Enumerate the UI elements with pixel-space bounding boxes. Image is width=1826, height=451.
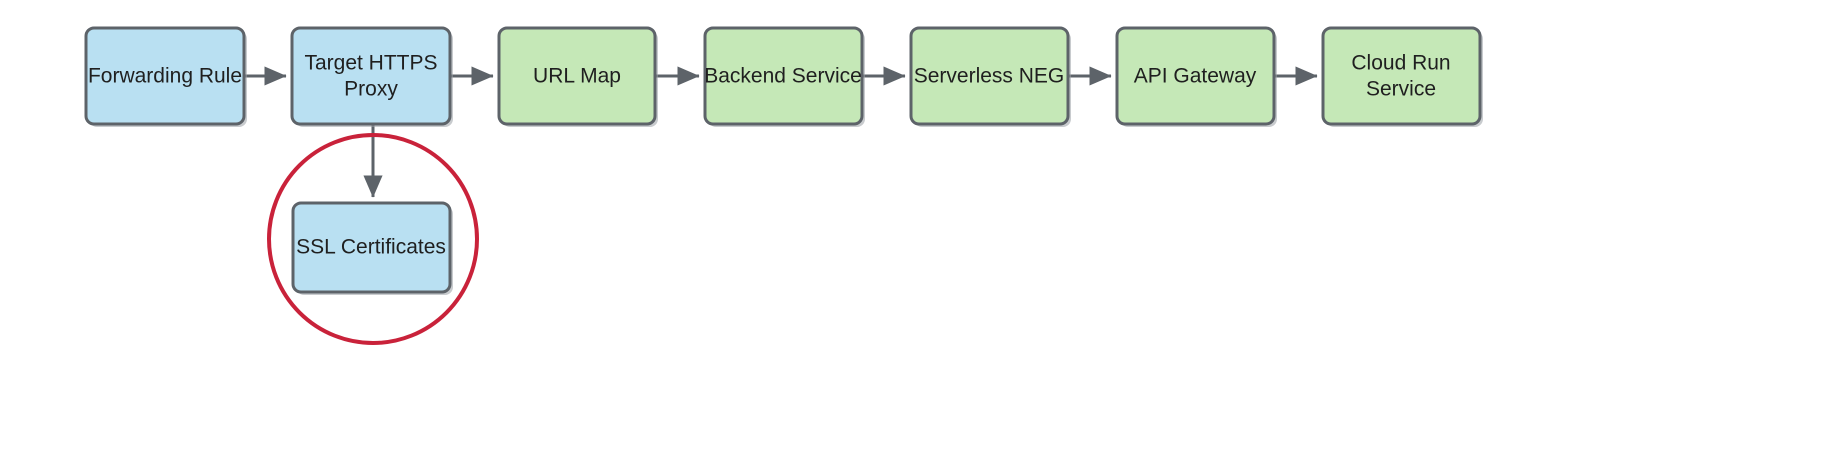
api-gateway-box[interactable] [1115, 26, 1276, 126]
node-target-https-proxy[interactable]: Target HTTPS Proxy [290, 26, 453, 127]
serverless-neg-box[interactable] [909, 26, 1070, 126]
node-api-gateway[interactable]: API Gateway [1115, 26, 1277, 127]
backend-service-label: Backend Service [704, 65, 862, 88]
target-https-proxy-label-line1: Target HTTPS [304, 52, 437, 75]
node-cloud-run-service[interactable]: Cloud Run Service [1321, 26, 1483, 127]
node-backend-service[interactable]: Backend Service [703, 26, 865, 127]
url-map-box[interactable] [497, 26, 657, 126]
target-https-proxy-label-line2: Proxy [344, 78, 398, 101]
ssl-certificates-box[interactable] [291, 201, 452, 294]
ssl-highlight-circle [267, 133, 479, 345]
cloud-run-service-box[interactable] [1321, 26, 1482, 126]
cloud-run-service-label-line2: Service [1366, 78, 1436, 101]
api-gateway-label: API Gateway [1134, 65, 1257, 88]
cloud-run-service-label-line1: Cloud Run [1351, 52, 1450, 75]
backend-service-box[interactable] [703, 26, 864, 126]
node-serverless-neg[interactable]: Serverless NEG [909, 26, 1071, 127]
serverless-neg-label: Serverless NEG [914, 65, 1065, 88]
forwarding-rule-box[interactable] [84, 26, 246, 126]
node-forwarding-rule[interactable]: Forwarding Rule [84, 26, 247, 127]
node-url-map[interactable]: URL Map [497, 26, 658, 127]
node-ssl-certificates[interactable]: SSL Certificates [291, 201, 453, 295]
url-map-label: URL Map [533, 65, 621, 88]
ssl-certificates-label: SSL Certificates [296, 236, 446, 259]
target-https-proxy-box[interactable] [290, 26, 452, 126]
forwarding-rule-label: Forwarding Rule [88, 65, 242, 88]
